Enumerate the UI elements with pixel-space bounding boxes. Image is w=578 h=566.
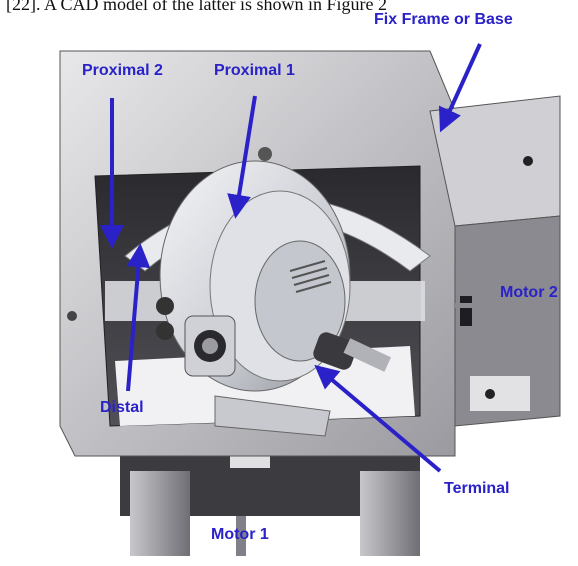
label-arrows	[100, 43, 482, 473]
caption-fragment: [22]. A CAD model of the latter is shown…	[6, 0, 387, 14]
cad-model-drawing	[59, 43, 561, 556]
arrow-terminal	[314, 364, 442, 473]
label-proximal-2: Proximal 2	[82, 62, 163, 79]
terminal-tool	[313, 332, 392, 372]
frame-side-block	[429, 95, 561, 427]
label-proximal-1: Proximal 1	[214, 62, 295, 79]
label-motor-1: Motor 1	[211, 526, 269, 543]
spherical-mechanism	[156, 160, 351, 437]
label-terminal: Terminal	[444, 480, 510, 497]
label-distal: Distal	[100, 399, 144, 416]
label-fix-frame: Fix Frame or Base	[374, 11, 513, 28]
base-legs	[120, 446, 420, 556]
arrow-proximal-1	[227, 95, 257, 219]
motor-2-shaft	[455, 303, 495, 308]
arrow-distal	[126, 243, 151, 392]
cad-figure: Fix Frame or Base Proximal 2 Proximal 1 …	[0, 11, 578, 561]
arrow-fix-frame	[438, 43, 482, 133]
label-motor-2: Motor 2	[500, 284, 558, 301]
